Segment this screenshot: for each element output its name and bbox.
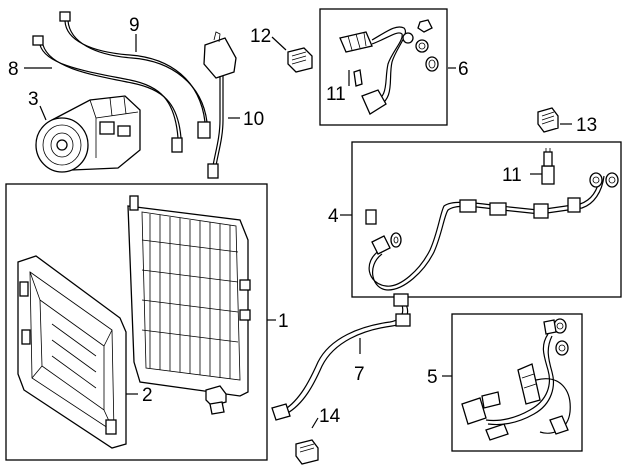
- group-box-part-6: [319, 8, 448, 126]
- condenser-drawing: [127, 195, 251, 397]
- group-box-part-4: [351, 141, 622, 298]
- callout-13: 13: [576, 115, 597, 136]
- callout-4: 4: [328, 206, 339, 227]
- leader-lines: [24, 34, 572, 429]
- group-box-condenser: [5, 183, 268, 461]
- valve-14-drawing: [295, 439, 319, 465]
- callout-12: 12: [250, 26, 271, 47]
- callout-1: 1: [278, 311, 289, 332]
- compressor-drawing: [35, 95, 141, 173]
- callout-14: 14: [319, 406, 341, 427]
- callout-7: 7: [354, 364, 365, 385]
- callout-6: 6: [458, 59, 469, 80]
- condenser-frame-drawing: [17, 255, 127, 449]
- sensor-switch-drawing: [203, 31, 237, 179]
- hose-assembly-5-drawing: [461, 318, 571, 441]
- callout-5: 5: [427, 367, 438, 388]
- cap-12-drawing: [287, 47, 313, 73]
- callout-11-lower: 11: [502, 165, 522, 186]
- callout-2: 2: [142, 385, 153, 406]
- hose-assembly-6-drawing: [339, 19, 439, 115]
- wiring-harness-drawing: [32, 11, 211, 153]
- callout-11-upper: 11: [326, 84, 346, 105]
- callout-10: 10: [243, 109, 264, 130]
- callout-3: 3: [28, 89, 39, 110]
- cap-13-drawing: [537, 107, 559, 133]
- callout-8: 8: [8, 59, 19, 80]
- group-box-part-5: [451, 313, 583, 452]
- callout-9: 9: [129, 15, 140, 36]
- fitting-drawing: [205, 385, 227, 415]
- ac-line-4-drawing: [365, 148, 619, 291]
- hose-7-drawing: [271, 293, 411, 421]
